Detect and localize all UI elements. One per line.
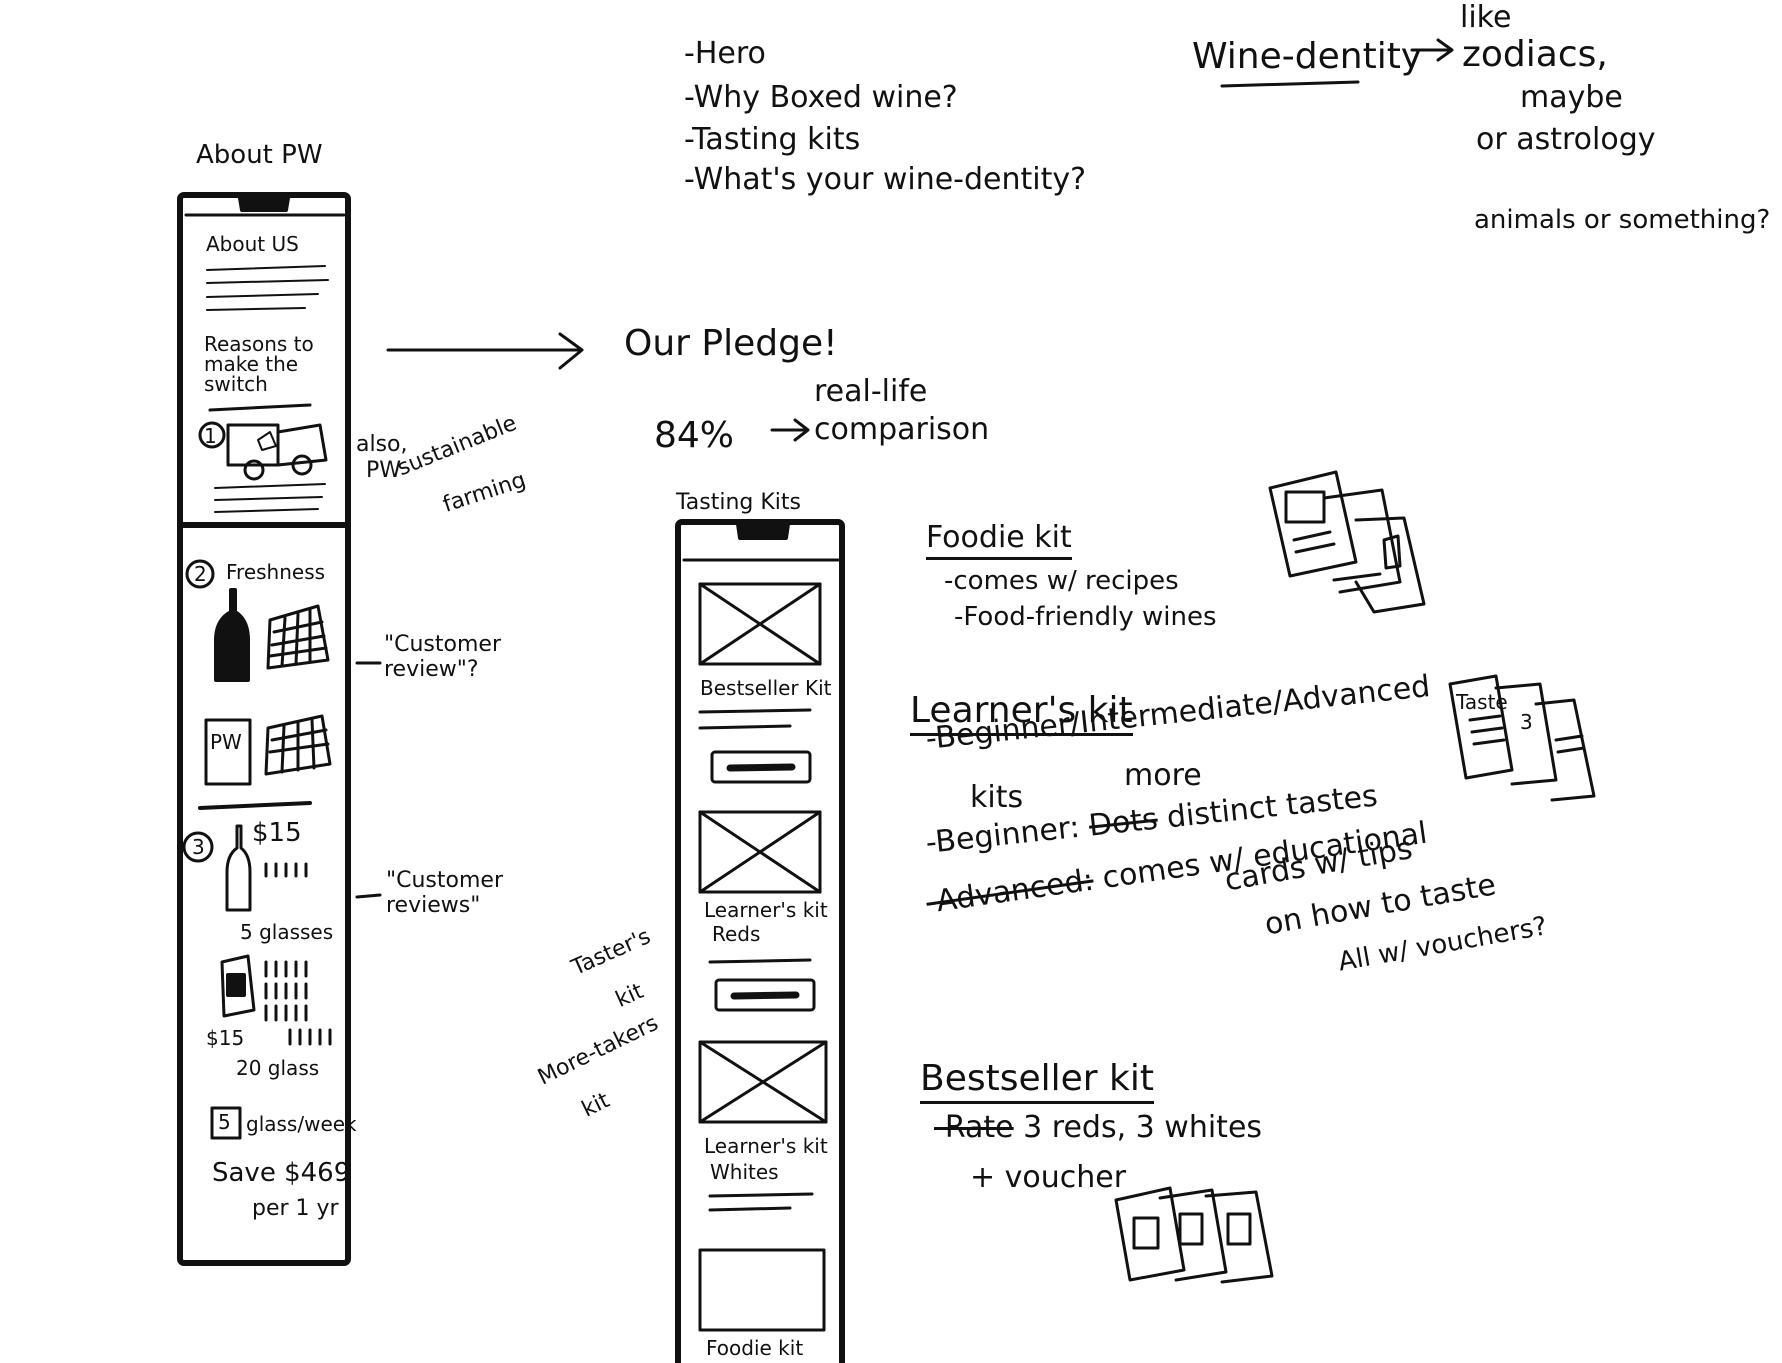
stat-arrow	[770, 418, 810, 442]
winedentity-like: like	[1460, 0, 1512, 35]
tally-marks-20	[264, 960, 332, 1046]
our-pledge-note: Our Pledge!	[624, 323, 838, 364]
per-year-label: per 1 yr	[252, 1196, 339, 1221]
bestseller-line-1-strike: -Rate	[934, 1110, 1014, 1145]
pw-box-icon	[204, 714, 332, 786]
bestseller-line-1: -Rate 3 reds, 3 whites	[934, 1110, 1262, 1145]
kit-1-label: Bestseller Kit	[700, 676, 832, 700]
tally-marks-5	[264, 862, 308, 878]
item-number-5: 5	[218, 1110, 231, 1134]
kit-3-sub: Whites	[710, 1160, 779, 1184]
bestseller-kit-title: Bestseller kit	[920, 1058, 1154, 1104]
stat-real-life: real-life	[814, 374, 928, 409]
outline-item-winedentity: -What's your wine-dentity?	[684, 162, 1087, 197]
kit-image-placeholder-4	[698, 1248, 826, 1332]
kit-button-1	[710, 750, 812, 784]
recipe-cards-icon	[1268, 470, 1426, 614]
kit-4-label: Foodie kit	[706, 1336, 804, 1360]
customer-review-note-2: "Customer reviews"	[386, 868, 503, 918]
tasting-card-label: Taste	[1456, 690, 1508, 714]
reasons-heading: Reasons to make the switch	[204, 332, 314, 396]
tasting-cards-icon	[1448, 674, 1596, 802]
item-number-1: 1	[204, 424, 217, 448]
learner-line-2-strike: Dots	[1087, 801, 1160, 844]
outline-item-why-boxed: -Why Boxed wine?	[684, 80, 958, 115]
winedentity-label: Wine-dentity	[1192, 36, 1423, 77]
foodie-line-2: -Food-friendly wines	[954, 602, 1217, 632]
winedentity-zodiacs: zodiacs,	[1462, 34, 1608, 75]
about-phone-notch	[238, 196, 290, 212]
kit-button-2	[714, 978, 816, 1012]
kit-image-placeholder-2	[698, 810, 822, 894]
about-phone-frame	[177, 192, 351, 1266]
arrow-to-pledge	[386, 332, 584, 370]
kit-2-sub: Reds	[712, 922, 761, 946]
tasting-phone-notch	[736, 522, 790, 540]
learner-line-2-insert: more	[1124, 758, 1202, 793]
learner-line-1b: kits	[970, 780, 1024, 815]
wine-box-icon	[266, 604, 330, 670]
bestseller-line-2: + voucher	[970, 1160, 1127, 1195]
price-small: $15	[252, 818, 302, 848]
about-wireframe-title: About PW	[196, 140, 323, 170]
foodie-kit-title: Foodie kit	[926, 520, 1072, 560]
wine-box-icon-3	[220, 954, 256, 1018]
bestseller-line-1-rest: 3 reds, 3 whites	[1023, 1110, 1263, 1145]
also-note-1: also,	[356, 432, 408, 457]
outline-item-hero: -Hero	[684, 36, 766, 71]
glasses-5-label: 5 glasses	[240, 920, 334, 944]
kit-image-placeholder-3	[698, 1040, 828, 1124]
foodie-line-1: -comes w/ recipes	[944, 566, 1179, 596]
about-us-heading: About US	[206, 232, 299, 256]
winedentity-maybe: maybe	[1520, 80, 1623, 115]
tasting-wireframe-title: Tasting Kits	[676, 490, 802, 515]
outline-item-tasting-kits: -Tasting kits	[684, 122, 861, 157]
price-large: $15	[206, 1026, 245, 1050]
freshness-label: Freshness	[226, 560, 326, 584]
stat-comparison: comparison	[814, 412, 990, 447]
save-amount: Save $469	[212, 1158, 351, 1188]
also-note-2: PW	[366, 458, 402, 483]
kit-2-label: Learner's kit	[704, 898, 828, 922]
glass-week-label: glass/week	[246, 1112, 357, 1136]
stat-percent: 84%	[654, 415, 735, 456]
wine-bottle-icon-2	[225, 824, 252, 912]
wine-bottle-icon	[214, 588, 250, 682]
winedentity-animals: animals or something?	[1474, 205, 1771, 235]
customer-review-note-1: "Customer review"?	[384, 632, 501, 682]
tasting-card-number: 3	[1520, 710, 1533, 734]
item-number-2: 2	[194, 562, 207, 586]
winedentity-arrow	[1410, 38, 1454, 62]
bestseller-cards-icon	[1114, 1186, 1274, 1284]
kit-3-label: Learner's kit	[704, 1134, 828, 1158]
pw-box-label: PW	[210, 730, 242, 754]
truck-icon	[198, 421, 328, 481]
item-number-3: 3	[192, 835, 205, 859]
kit-image-placeholder-1	[698, 582, 822, 666]
learner-kit-title: Learner's kit	[910, 690, 1133, 736]
winedentity-astrology: or astrology	[1476, 122, 1656, 157]
glasses-20-label: 20 glass	[236, 1056, 320, 1080]
